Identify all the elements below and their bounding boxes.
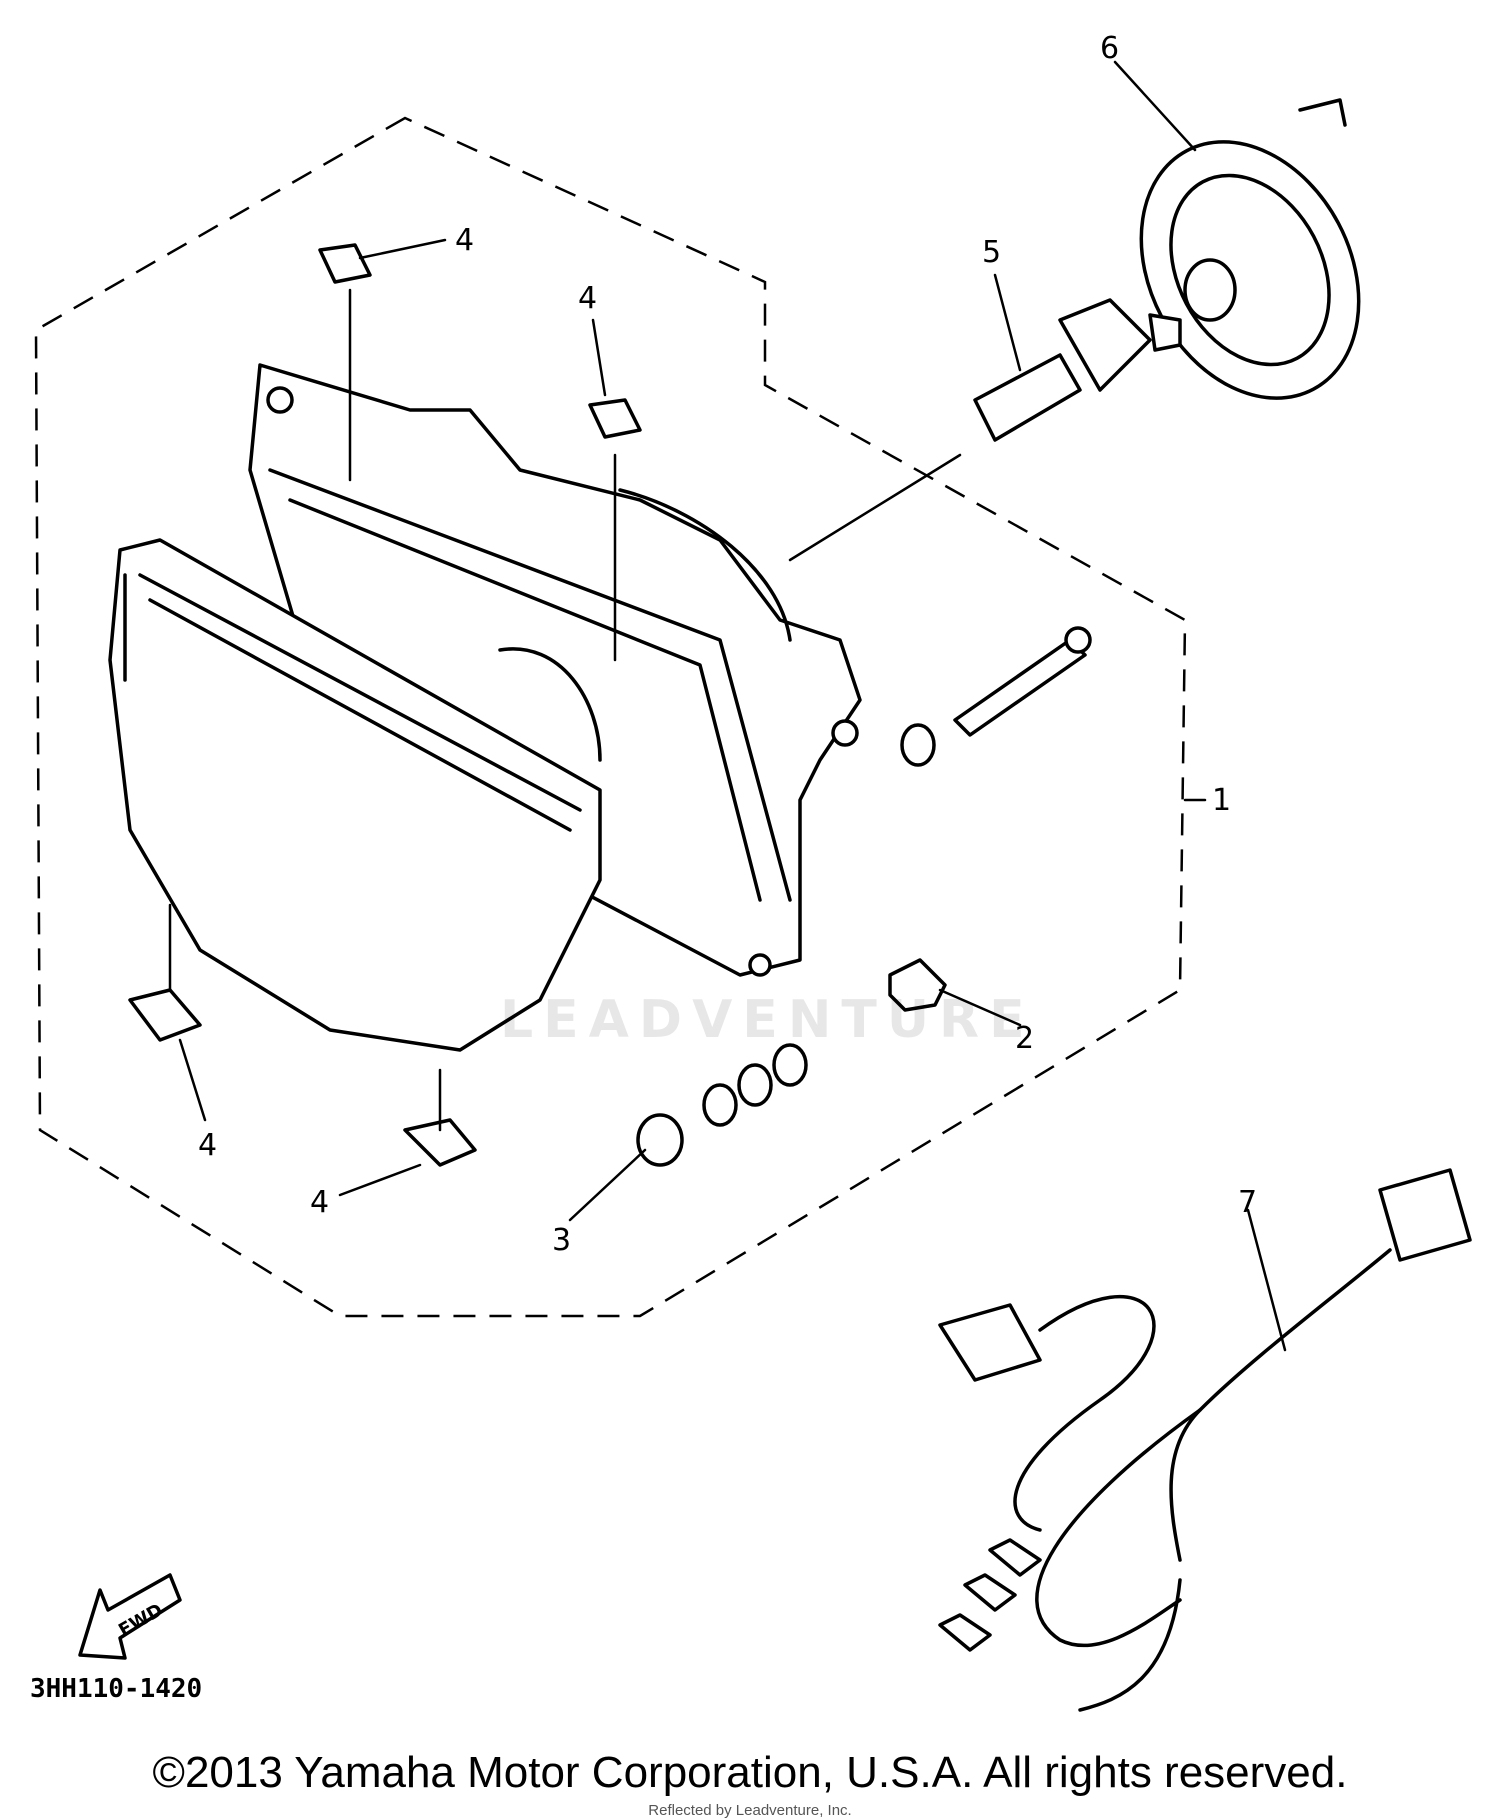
- callout-1: 1: [1212, 783, 1231, 818]
- watermark-text: LEADVENTURE: [500, 990, 1035, 1050]
- headlight-lens: [108, 538, 602, 1052]
- lens-clips: [128, 243, 642, 1167]
- callout-2: 2: [1015, 1021, 1034, 1056]
- reference-code: 3HH110-1420: [30, 1674, 203, 1704]
- callout-4b: 4: [578, 281, 597, 316]
- callout-labels: 1 2 3 4 4 4 4 5 6 7: [198, 31, 1257, 1258]
- callout-6: 6: [1100, 31, 1119, 66]
- adjuster-parts: [888, 626, 1092, 1012]
- callout-3: 3: [552, 1223, 571, 1258]
- headlight-bulb: [973, 298, 1182, 442]
- wire-harness: [938, 1168, 1472, 1712]
- callout-4d: 4: [310, 1185, 329, 1220]
- callout-4c: 4: [198, 1128, 217, 1163]
- fwd-arrow-icon: FWD: [78, 1573, 182, 1660]
- credit-line: Reflected by Leadventure, Inc.: [648, 1802, 852, 1819]
- copyright-notice: ©2013 Yamaha Motor Corporation, U.S.A. A…: [152, 1748, 1348, 1797]
- headlight-housing: [248, 363, 862, 977]
- callout-5: 5: [982, 235, 1001, 270]
- bulb-socket-cover: [1139, 98, 1361, 400]
- callout-7: 7: [1238, 1185, 1257, 1220]
- leader-lines: [168, 60, 1287, 1352]
- position-bulb-parts: [636, 1043, 808, 1167]
- callout-4a: 4: [455, 223, 474, 258]
